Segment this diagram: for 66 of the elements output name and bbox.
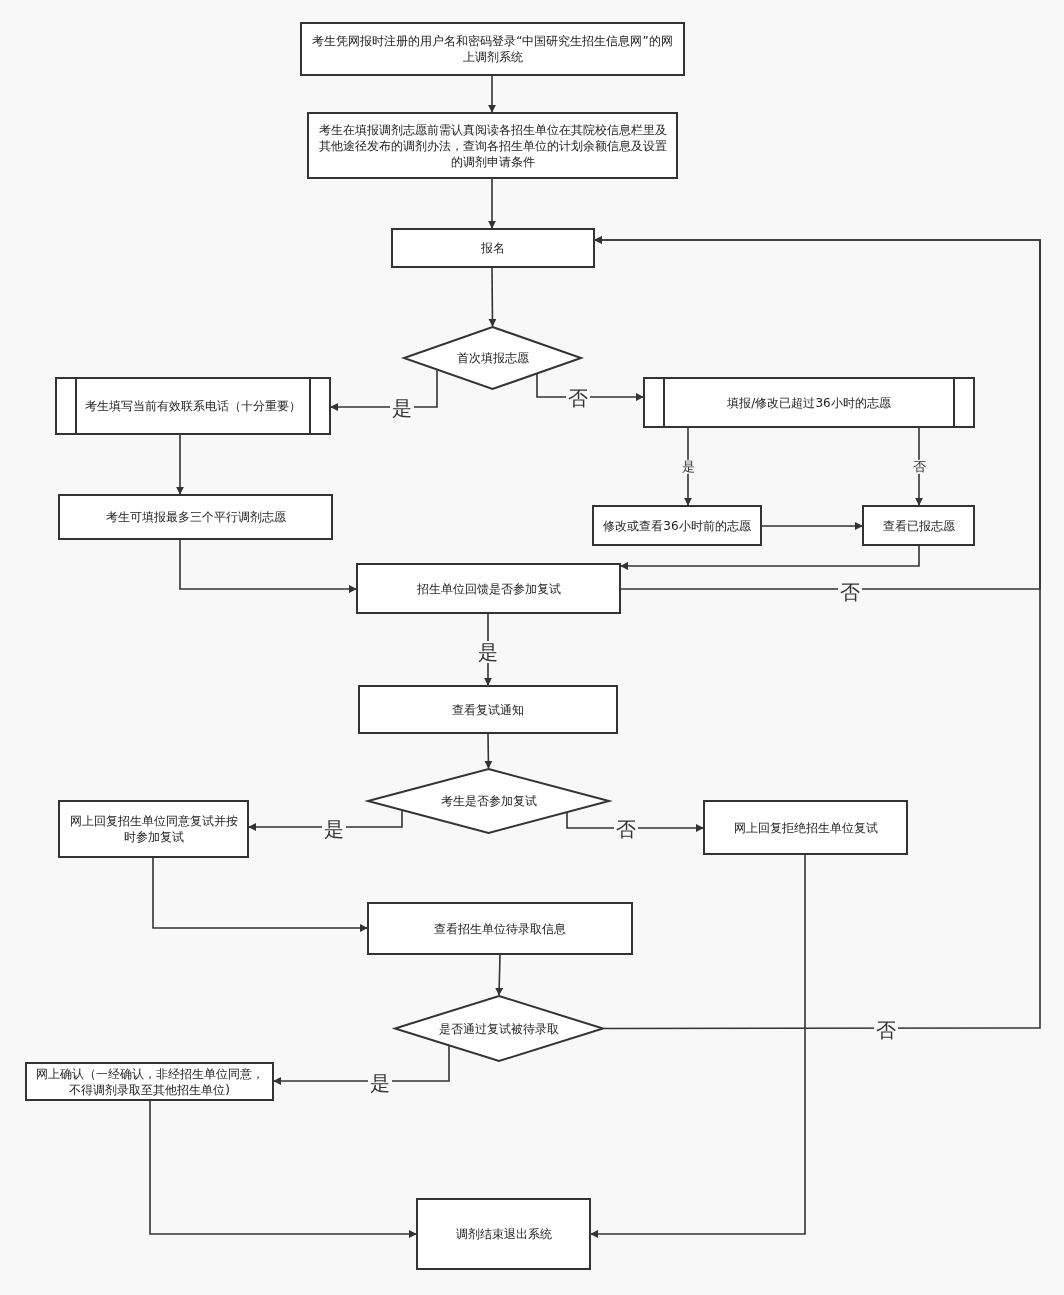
- arrow: [248, 809, 403, 831]
- process-box: [367, 902, 633, 955]
- decision-diamond: [403, 326, 582, 390]
- node-text: 考生凭网报时注册的用户名和密码登录“中国研究生招生信息网”的网上调剂系统: [311, 33, 674, 65]
- edge-label: 是: [679, 459, 697, 475]
- arrow: [330, 369, 438, 411]
- edge-label: 是: [368, 1072, 392, 1094]
- node-text: 考生在填报调剂志愿前需认真阅读各招生单位在其院校信息栏里及其他途径发布的调剂办法，查询各招生单位的计划余额信息及设置的调剂申请条件: [317, 121, 668, 170]
- process-box: [307, 112, 678, 179]
- subprocess-box: [55, 377, 331, 435]
- arrow: [488, 178, 496, 229]
- arrow: [149, 1100, 417, 1238]
- node-text: 考生填写当前有效联系电话（十分重要）: [85, 398, 301, 414]
- arrow: [915, 427, 923, 506]
- edge-label: 是: [476, 641, 500, 663]
- decision-diamond: [394, 995, 604, 1062]
- arrow: [536, 373, 644, 401]
- node-text: 网上确认（一经确认，非经招生单位同意，不得调剂录取至其他招生单位): [35, 1065, 264, 1098]
- subprocess-box: [643, 377, 975, 428]
- node-text: 首次填报志愿: [456, 350, 529, 366]
- arrow: [594, 236, 1041, 1030]
- arrow: [495, 954, 504, 996]
- arrow: [684, 427, 692, 506]
- node-text: 查看复试通知: [452, 701, 524, 718]
- process-box: [862, 505, 975, 546]
- edge-label: 是: [390, 397, 414, 419]
- arrow: [566, 811, 704, 832]
- process-box: [25, 1062, 274, 1101]
- arrow: [179, 539, 357, 593]
- node-text: 网上回复招生单位同意复试并按时参加复试: [68, 813, 239, 845]
- node-text: 报名: [481, 240, 505, 256]
- process-box: [356, 563, 621, 614]
- decision-diamond: [367, 768, 610, 834]
- process-box: [58, 800, 249, 858]
- edge-label: 否: [874, 1019, 898, 1041]
- edge-label: 否: [566, 387, 590, 409]
- process-box: [58, 494, 333, 540]
- arrow: [620, 545, 920, 570]
- process-box: [592, 505, 762, 546]
- edge-label: 是: [322, 818, 346, 840]
- node-text: 调剂结束退出系统: [455, 1226, 552, 1242]
- process-box: [703, 800, 908, 855]
- edge-label: 否: [838, 581, 862, 603]
- node-text: 考生可填报最多三个平行调剂志愿: [105, 509, 286, 525]
- arrow: [488, 75, 496, 113]
- arrow: [590, 854, 806, 1238]
- arrow: [152, 857, 368, 932]
- node-text: 考生是否参加复试: [440, 793, 537, 809]
- process-box: [391, 228, 595, 268]
- arrow: [176, 434, 184, 495]
- node-text: 查看招生单位待录取信息: [434, 920, 566, 937]
- process-box: [416, 1198, 591, 1270]
- node-text: 修改或查看36小时前的志愿: [603, 517, 751, 534]
- edge-label: 否: [910, 459, 928, 475]
- arrow: [488, 267, 497, 327]
- process-box: [358, 685, 618, 734]
- arrow: [273, 1045, 450, 1085]
- arrow: [484, 733, 493, 769]
- node-text: 查看已报志愿: [882, 517, 955, 534]
- node-text: 填报/修改已超过36小时的志愿: [727, 394, 891, 411]
- edge-label: 否: [614, 818, 638, 840]
- process-box: [300, 22, 685, 76]
- arrow: [761, 522, 863, 530]
- node-text: 网上回复拒绝招生单位复试: [733, 819, 878, 836]
- node-text: 是否通过复试被待录取: [439, 1020, 559, 1037]
- node-text: 招生单位回馈是否参加复试: [416, 580, 561, 597]
